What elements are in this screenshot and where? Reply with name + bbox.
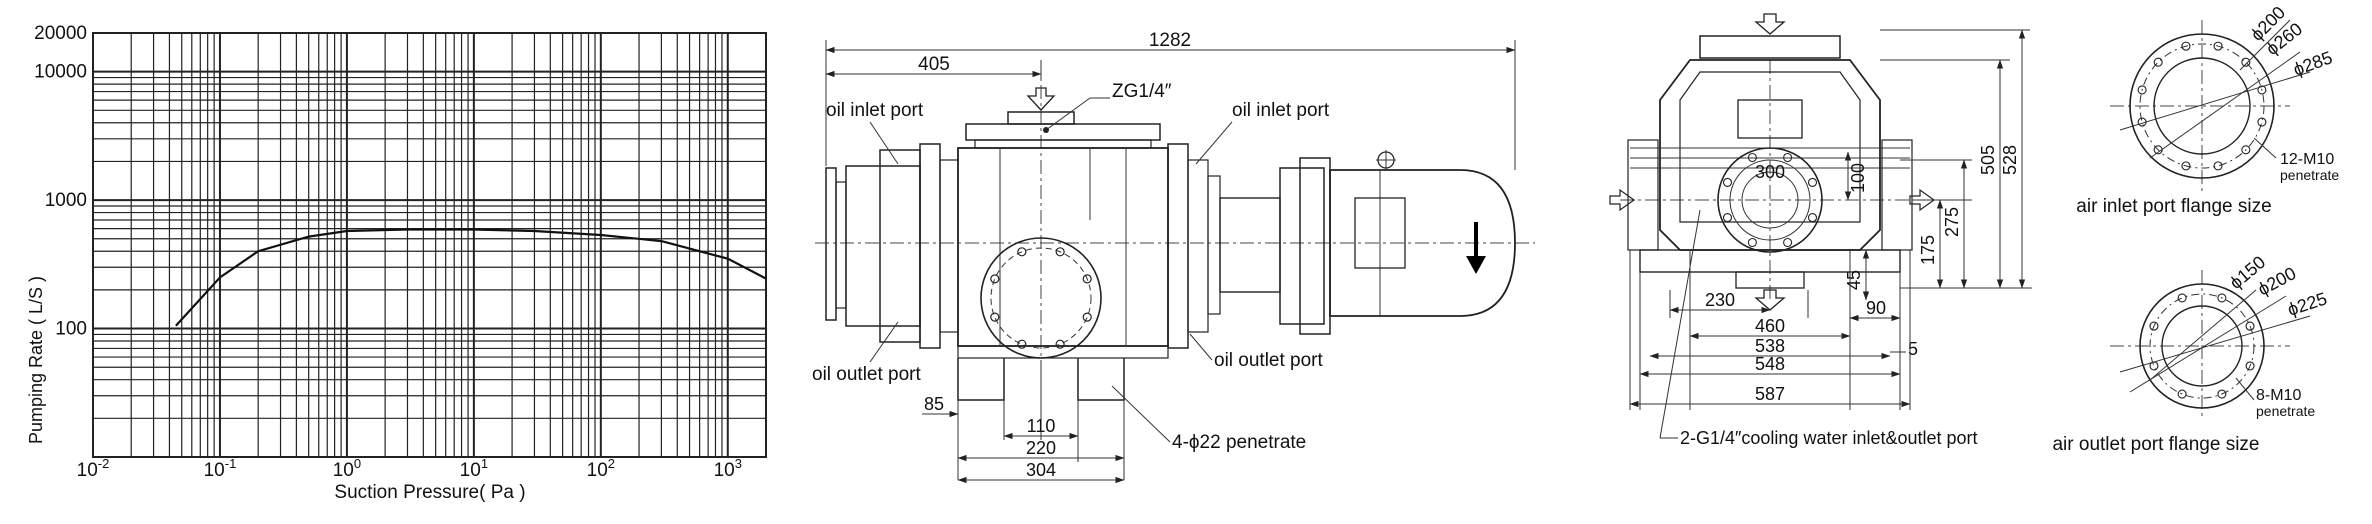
inlet-flange-bolts: 12-M10: [2280, 151, 2334, 168]
y-tick-label: 10000: [34, 62, 87, 83]
dim-587: 587: [1755, 384, 1785, 404]
dim-1282: 1282: [1149, 30, 1191, 51]
dim-304: 304: [1026, 460, 1056, 480]
inlet-flange-drawing: ϕ200 ϕ260 ϕ285 12-M10 penetrate air inle…: [2076, 2, 2339, 217]
x-tick-label: 103: [714, 456, 742, 481]
x-tick-label: 102: [587, 456, 615, 481]
bolt-hole: [2181, 41, 2191, 51]
dim-275: 275: [1942, 207, 1962, 237]
dim-405: 405: [918, 54, 950, 75]
dim-230: 230: [1705, 290, 1735, 310]
pumping-rate-curve: [175, 228, 767, 327]
outlet-flange-drawing: ϕ150 ϕ200 ϕ225 8-M10 penetrate air outle…: [2052, 252, 2329, 455]
chart-frame: [92, 32, 767, 458]
bolt-hole: [2257, 85, 2267, 95]
y-axis-label: Pumping Rate ( L/S ): [26, 276, 46, 444]
oil-inlet-left-label: oil inlet port: [826, 100, 924, 121]
cooling-water-label: 2-G1/4″cooling water inlet&outlet port: [1680, 428, 1978, 448]
bolt-hole: [990, 274, 1000, 284]
bolt-hole: [2241, 145, 2251, 155]
bolt-hole: [2213, 161, 2223, 171]
bolt-hole: [2241, 57, 2251, 67]
outlet-flange-circle: [980, 237, 1102, 359]
bolt-hole: [1017, 339, 1027, 349]
bolt-hole: [1807, 177, 1818, 187]
bolt-hole: [1055, 339, 1065, 349]
pump-side-view: 1282 405 ZG1/4″ oil inlet port oil inlet…: [812, 30, 1535, 484]
bolt-hole: [2245, 361, 2255, 371]
oil-inlet-right-label: oil inlet port: [1232, 100, 1330, 121]
bolt-hole: [2153, 57, 2163, 67]
bolt-hole: [1747, 152, 1757, 163]
dim-548: 548: [1755, 354, 1785, 374]
x-tick-label: 10-2: [77, 456, 110, 481]
bolt-hole: [1783, 237, 1793, 248]
bolt-hole: [2213, 41, 2223, 51]
pump-end-view: 300 100 528 505 275 175 45 230 90 460 53…: [1609, 13, 2032, 448]
bolt-hole: [2137, 85, 2147, 95]
chart-grid: [92, 32, 767, 458]
dim-220: 220: [1026, 438, 1056, 458]
dim-175: 175: [1918, 235, 1938, 265]
bolt-hole: [1722, 213, 1733, 223]
y-tick-label: 100: [55, 319, 87, 340]
dim-90: 90: [1866, 298, 1886, 318]
outlet-flange-d225: ϕ225: [2285, 288, 2329, 319]
bolt-hole: [1082, 312, 1092, 322]
dim-5: 5: [1908, 339, 1918, 359]
bolt-hole: [1055, 247, 1065, 257]
y-tick-label: 1000: [45, 190, 87, 211]
dim-505: 505: [1978, 145, 1998, 175]
bolt-hole: [2257, 117, 2267, 127]
dim-528: 528: [2000, 145, 2020, 175]
oil-outlet-right-label: oil outlet port: [1214, 350, 1324, 371]
outlet-flange-bolts: 8-M10: [2256, 387, 2301, 404]
oil-outlet-left-label: oil outlet port: [812, 364, 922, 385]
dim-538: 538: [1755, 336, 1785, 356]
bolt-hole: [1722, 177, 1733, 187]
inlet-flange-d285: ϕ285: [2291, 47, 2336, 80]
dim-45: 45: [1844, 270, 1864, 290]
x-tick-label: 101: [460, 456, 488, 481]
bolt-hole: [1783, 152, 1793, 163]
x-tick-label: 100: [333, 456, 361, 481]
bolt-hole: [2181, 161, 2191, 171]
y-tick-labels: 100 1000 10000 20000: [34, 23, 87, 340]
dim-300: 300: [1755, 162, 1785, 182]
bolt-hole: [1807, 213, 1818, 223]
y-tick-label: 20000: [34, 23, 87, 44]
outlet-flange-caption: air outlet port flange size: [2052, 434, 2259, 455]
bolt-hole: [2149, 321, 2159, 331]
bolt-hole: [2177, 389, 2187, 399]
bolt-hole: [2245, 321, 2255, 331]
dim-100: 100: [1848, 163, 1868, 193]
outlet-flange-penetrate: penetrate: [2256, 403, 2315, 419]
penetrate-label: 4-ϕ22 penetrate: [1172, 432, 1306, 453]
x-tick-label: 10-1: [204, 456, 237, 481]
dim-85: 85: [924, 394, 944, 414]
zg-label: ZG1/4″: [1112, 81, 1172, 102]
pumping-rate-chart: 10-2 10-1 100 101 102 103 100 1000 10000 20000 S…: [26, 23, 767, 503]
inlet-flange-caption: air inlet port flange size: [2076, 196, 2271, 217]
x-axis-label: Suction Pressure( Pa ): [334, 482, 525, 503]
x-tick-labels: 10-2 10-1 100 101 102 103: [77, 456, 742, 481]
dim-460: 460: [1755, 316, 1785, 336]
bolt-hole: [1747, 237, 1757, 248]
bolt-hole: [2217, 293, 2227, 303]
bolt-hole: [2177, 293, 2187, 303]
dim-110: 110: [1027, 416, 1056, 436]
inlet-flange-penetrate: penetrate: [2280, 167, 2339, 183]
bolt-hole: [990, 312, 1000, 322]
bolt-hole: [1017, 247, 1027, 257]
bolt-hole: [2217, 389, 2227, 399]
bolt-hole: [1082, 274, 1092, 284]
